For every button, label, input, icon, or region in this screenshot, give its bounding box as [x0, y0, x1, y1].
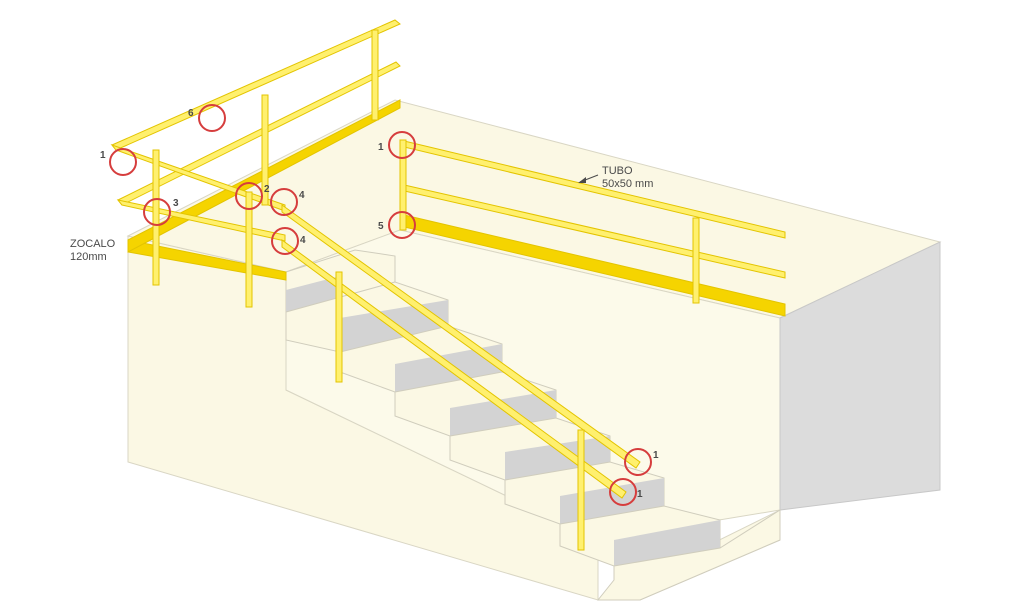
post: [152, 149, 160, 286]
tubo-label: TUBO: [602, 165, 633, 177]
callouts: 1 6 3 2 4 4 1 5: [100, 104, 659, 506]
post: [399, 139, 407, 231]
step-riser: [450, 390, 556, 436]
post: [245, 191, 253, 308]
zocalo-label: ZOCALO: [70, 238, 116, 250]
step-riser: [560, 478, 664, 524]
handrail-upper: [281, 204, 641, 469]
post: [577, 429, 585, 551]
callout-marker: 1: [624, 448, 659, 476]
post: [261, 94, 269, 206]
railings: [110, 19, 786, 551]
callout-marker: 4: [270, 188, 305, 216]
callout-marker: 3: [143, 198, 179, 226]
callout-number: 3: [173, 198, 179, 209]
tubo-size-label: 50x50 mm: [602, 178, 653, 190]
post: [692, 217, 700, 304]
step-riser: [614, 520, 720, 566]
callout-number: 4: [299, 190, 305, 201]
callout-marker: 5: [378, 211, 416, 239]
callout-marker: 1: [609, 478, 643, 506]
zocalo-size-label: 120mm: [70, 251, 107, 263]
callout-number: 5: [378, 221, 384, 232]
callout-marker: 1: [378, 131, 416, 159]
handrail-lower: [281, 239, 627, 499]
callout-number: 1: [637, 489, 643, 500]
callout-marker: 4: [271, 227, 306, 255]
callout-number: 1: [653, 450, 659, 461]
callout-number: 1: [100, 150, 106, 161]
callout-marker: 6: [188, 104, 226, 132]
step: [596, 509, 781, 601]
callout-number: 6: [188, 108, 194, 119]
tubo-arrow: [578, 174, 599, 183]
callout-number: 2: [264, 184, 270, 195]
post: [335, 271, 343, 383]
post: [371, 29, 379, 121]
dimension-labels: ZOCALO 120mm TUBO 50x50 mm: [70, 165, 653, 263]
right-side-wall: [779, 241, 941, 511]
rail-front-left-mid: [116, 199, 286, 242]
callout-number: 4: [300, 235, 306, 246]
callout-marker: 1: [100, 148, 137, 176]
callout-number: 1: [378, 142, 384, 153]
callout-marker: 2: [235, 182, 270, 210]
